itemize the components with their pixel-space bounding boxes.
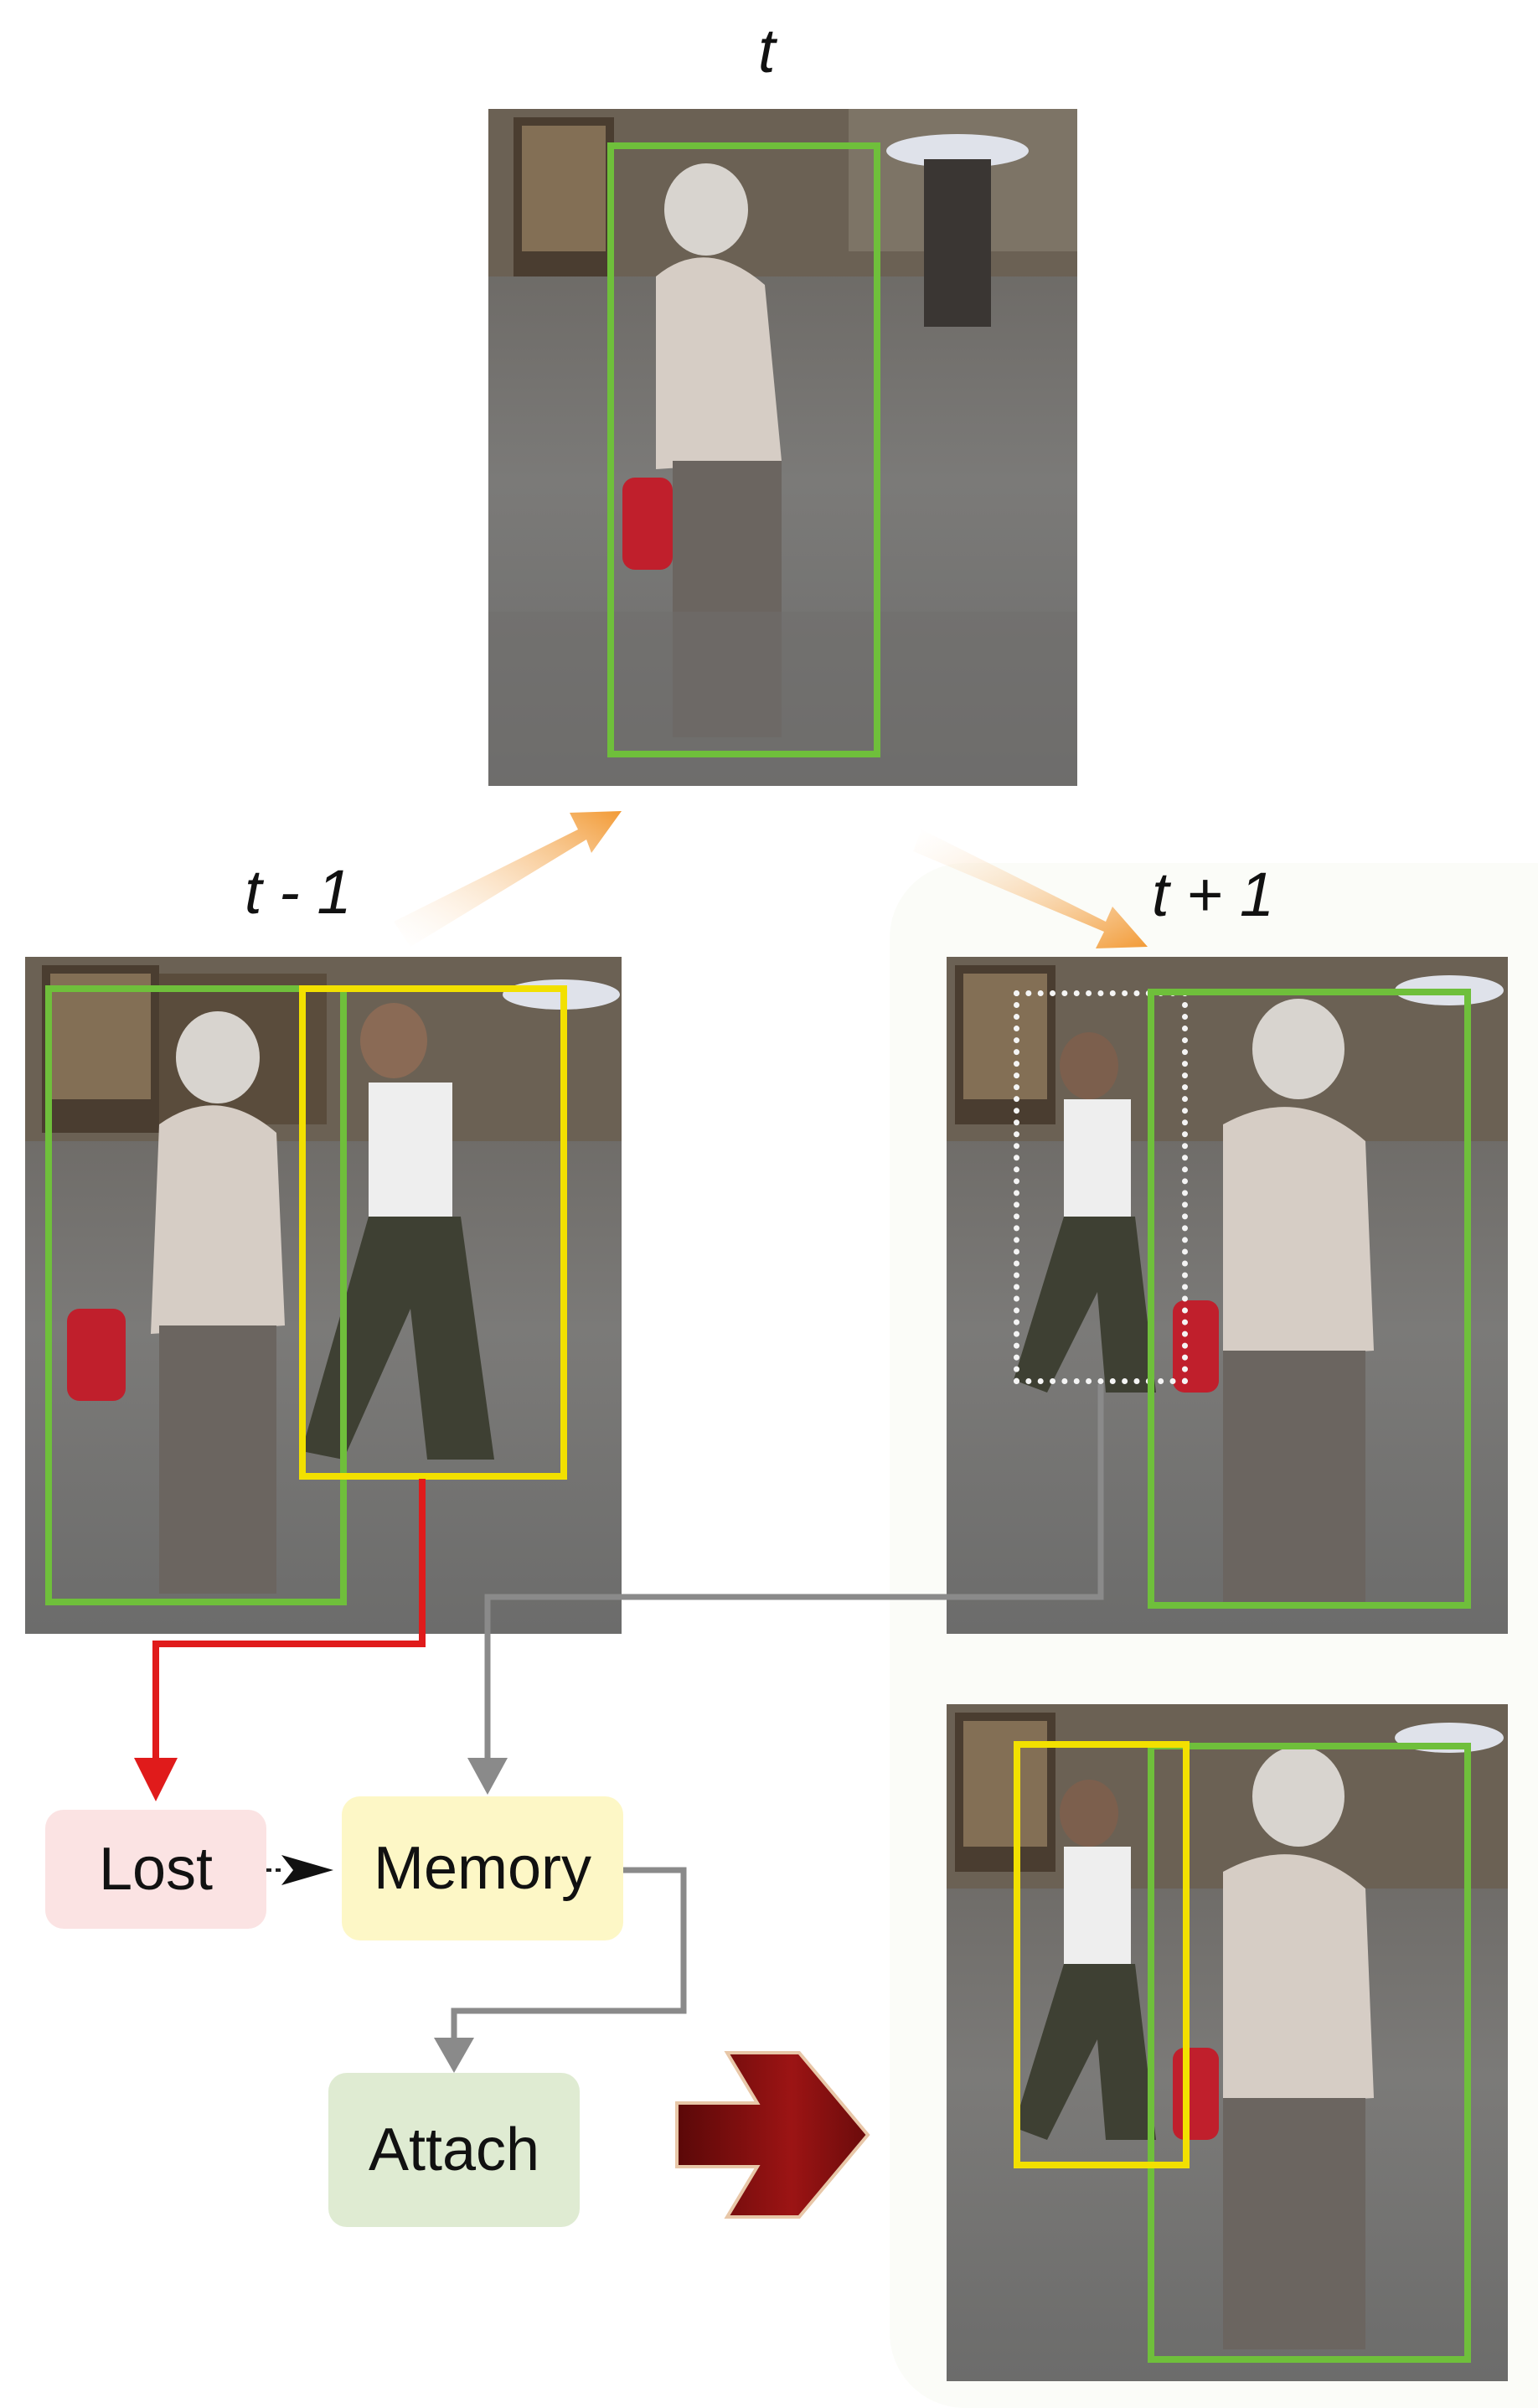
lost-state-box: Lost — [45, 1810, 266, 1929]
frame-t-green-box — [607, 142, 880, 757]
lost-to-memory-arrow — [266, 1855, 333, 1885]
frame-label-t-minus-1: t - 1 — [245, 857, 352, 927]
frame-result-image — [947, 1704, 1508, 2381]
frame-t-plus-1-image — [947, 957, 1508, 1634]
frame-t-plus-1-white-dotted-box — [1014, 990, 1188, 1384]
frame-result-green-box — [1148, 1743, 1471, 2363]
frame-t-plus-1-green-box — [1148, 989, 1471, 1609]
frame-t-image — [488, 109, 1077, 786]
dark-red-arrow-icon — [675, 2051, 870, 2219]
frame-t-minus-1-yellow-box — [299, 985, 567, 1480]
frame-t-minus-1-image — [25, 957, 622, 1634]
attach-state-box: Attach — [328, 2073, 580, 2227]
orange-arrow-icon — [394, 811, 622, 947]
frame-result-yellow-box — [1014, 1741, 1190, 2168]
frame-label-t-plus-1: t + 1 — [1152, 860, 1275, 929]
memory-state-box: Memory — [342, 1796, 623, 1940]
frame-label-t: t — [758, 16, 776, 85]
